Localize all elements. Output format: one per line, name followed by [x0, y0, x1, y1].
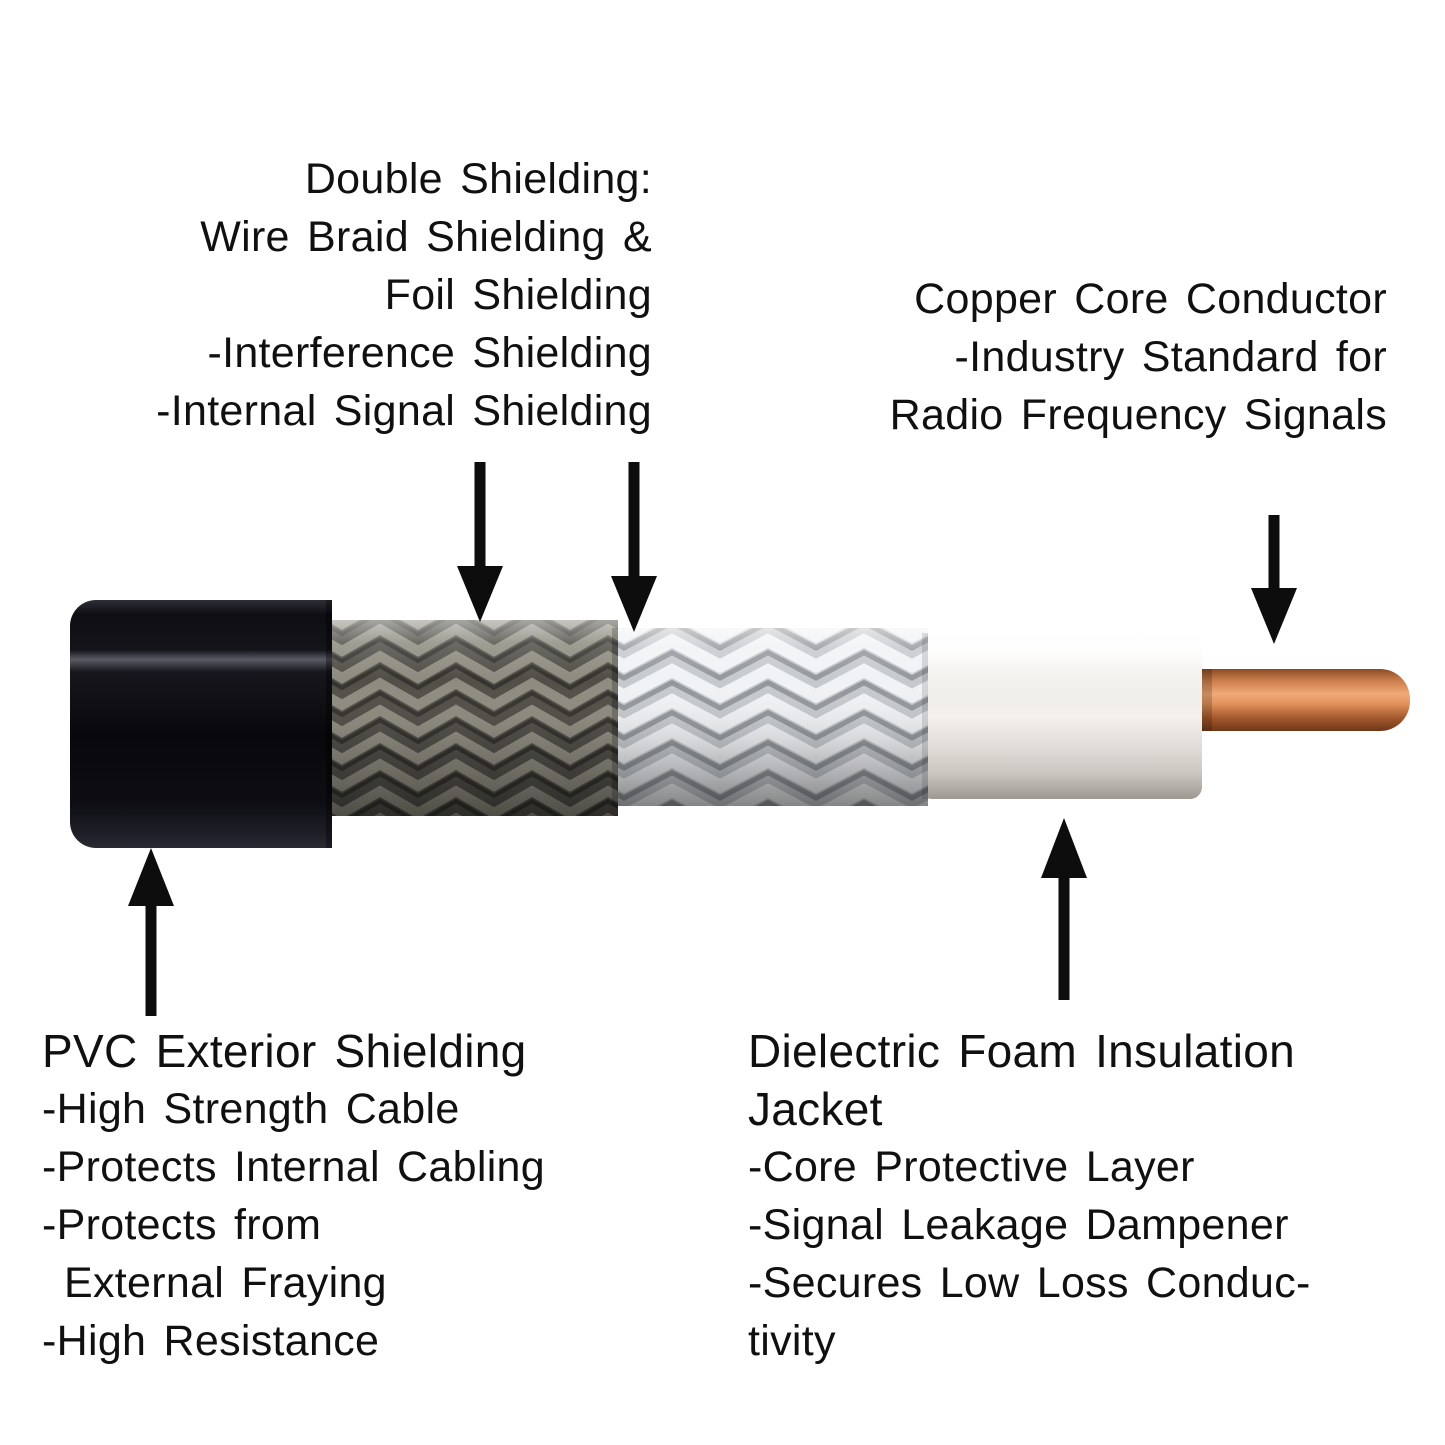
label-line: -Secures Low Loss Conduc-: [748, 1259, 1311, 1307]
label-line: Radio Frequency Signals: [889, 391, 1387, 439]
arrow-down-foil-icon: [611, 462, 657, 632]
label-line: -Signal Leakage Dampener: [748, 1201, 1289, 1249]
arrow-up-dielectric-icon: [1041, 818, 1087, 1000]
label-title: PVC Exterior Shielding: [42, 1025, 527, 1077]
label-title: Dielectric Foam Insulation: [748, 1025, 1296, 1077]
label-line: Foil Shielding: [384, 271, 652, 319]
label-title: Jacket: [748, 1083, 883, 1135]
wire-braid-segment: [322, 620, 618, 816]
label-line: -Internal Signal Shielding: [156, 387, 652, 435]
arrow-up-pvc-icon: [128, 848, 174, 1016]
label-line: -Protects Internal Cabling: [42, 1143, 545, 1191]
label-title: Double Shielding:: [304, 155, 652, 203]
label-line: -Protects from: [42, 1201, 322, 1249]
arrow-down-copper-icon: [1251, 515, 1297, 644]
foam-dielectric-segment: [920, 633, 1202, 799]
label-line: -High Strength Cable: [42, 1085, 460, 1133]
foil-shield-segment: [610, 628, 928, 806]
copper-core-label: Copper Core Conductor -Industry Standard…: [890, 270, 1387, 444]
label-line: tivity: [748, 1317, 836, 1365]
arrow-down-braid-icon: [457, 462, 503, 622]
label-line: -Core Protective Layer: [748, 1143, 1195, 1191]
label-line: -Interference Shielding: [207, 329, 652, 377]
label-line: -Industry Standard for: [954, 333, 1387, 381]
label-title: Copper Core Conductor: [914, 275, 1387, 323]
pvc-jacket-segment: [70, 600, 332, 848]
dielectric-label: Dielectric Foam Insulation Jacket -Core …: [748, 1022, 1311, 1370]
label-line: -High Resistance: [42, 1317, 380, 1365]
label-line: Wire Braid Shielding &: [200, 213, 652, 261]
copper-core-segment: [1150, 669, 1410, 731]
double-shielding-label: Double Shielding: Wire Braid Shielding &…: [156, 150, 652, 440]
annotation-arrows: [128, 462, 1297, 1016]
pvc-exterior-label: PVC Exterior Shielding -High Strength Ca…: [42, 1022, 545, 1370]
label-line: External Fraying: [64, 1259, 387, 1307]
